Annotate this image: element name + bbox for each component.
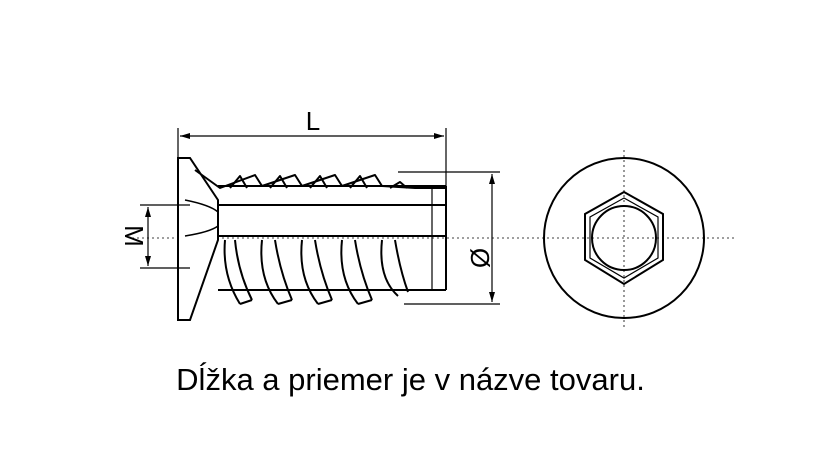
dimension-label-diameter: Ø [465, 248, 495, 268]
dimension-thread: M [119, 204, 190, 269]
insert-side-view [177, 157, 447, 321]
thread-top [194, 169, 446, 189]
dimension-label-length: L [306, 106, 320, 136]
dimension-label-thread: M [119, 225, 149, 247]
caption: Dĺžka a priemer je v názve tovaru. [176, 362, 645, 397]
insert-end-view [543, 157, 705, 319]
dimension-length: L [177, 106, 447, 186]
technical-drawing: L M Ø [119, 106, 735, 330]
thread-bottom [223, 239, 409, 305]
centerline [132, 150, 735, 330]
dimension-diameter: Ø [398, 171, 500, 305]
